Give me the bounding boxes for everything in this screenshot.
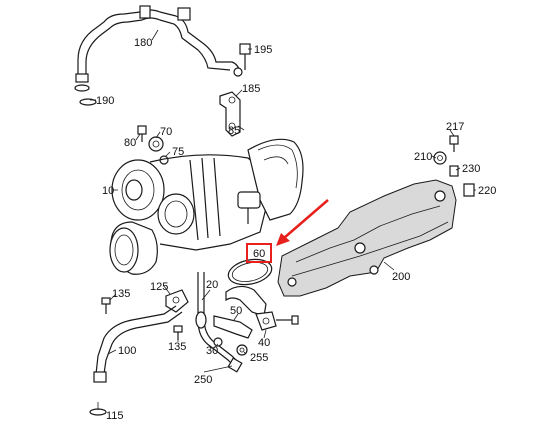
fitting-30 bbox=[213, 337, 223, 347]
callout-100: 100 bbox=[118, 345, 136, 357]
leader-lines bbox=[90, 29, 476, 410]
pipe-clip bbox=[139, 5, 151, 19]
bolt-135 bbox=[101, 297, 111, 314]
bolt-80 bbox=[137, 125, 147, 142]
highlight-box bbox=[246, 243, 272, 263]
callout-70: 70 bbox=[160, 126, 172, 138]
callout-115: 115 bbox=[106, 410, 124, 422]
oil-return-pipe-100 bbox=[93, 305, 183, 383]
clamp-40 bbox=[255, 311, 277, 331]
callout-50: 50 bbox=[230, 305, 242, 317]
callout-217: 217 bbox=[446, 121, 464, 133]
callout-255: 255 bbox=[250, 352, 268, 364]
callout-185: 185 bbox=[242, 83, 260, 95]
nut-210 bbox=[433, 151, 447, 165]
flange-125 bbox=[165, 289, 189, 313]
callout-20: 20 bbox=[206, 279, 218, 291]
bolt-195 bbox=[239, 43, 251, 70]
heat-shield-200 bbox=[277, 179, 457, 297]
callout-135-upper: 135 bbox=[112, 288, 130, 300]
callout-135-lower: 135 bbox=[168, 341, 186, 353]
callout-190: 190 bbox=[96, 95, 114, 107]
clip-230 bbox=[449, 165, 459, 177]
callout-210: 210 bbox=[414, 151, 432, 163]
highlight-arrow bbox=[276, 199, 329, 246]
oil-feed-pipe-180 bbox=[74, 5, 243, 92]
gasket-60 bbox=[227, 258, 273, 286]
washer-190 bbox=[79, 98, 97, 106]
bolt-217 bbox=[449, 135, 459, 152]
callout-75: 75 bbox=[172, 146, 184, 158]
callout-10: 10 bbox=[102, 185, 114, 197]
callout-230: 230 bbox=[462, 163, 480, 175]
clamp-70 bbox=[148, 136, 164, 152]
callout-85: 85 bbox=[228, 125, 240, 137]
callout-220: 220 bbox=[478, 185, 496, 197]
callout-125: 125 bbox=[150, 281, 168, 293]
pipe-clip bbox=[177, 7, 191, 21]
turbocharger-10 bbox=[109, 138, 304, 275]
bracket-85 bbox=[219, 91, 241, 137]
bolt-135-lower bbox=[173, 325, 183, 340]
callout-60-highlighted: 60 bbox=[253, 248, 265, 260]
bracket-220 bbox=[463, 183, 475, 197]
callout-200: 200 bbox=[392, 271, 410, 283]
callout-labels: 180 195 190 185 85 80 70 75 10 217 210 2… bbox=[96, 37, 496, 422]
callout-180: 180 bbox=[134, 37, 152, 49]
callout-80: 80 bbox=[124, 137, 136, 149]
callout-250: 250 bbox=[194, 374, 212, 386]
bolt-near-40 bbox=[276, 315, 299, 325]
bracket-50 bbox=[213, 285, 267, 339]
callout-30: 30 bbox=[206, 345, 218, 357]
callout-40: 40 bbox=[258, 337, 270, 349]
callout-195: 195 bbox=[254, 44, 272, 56]
